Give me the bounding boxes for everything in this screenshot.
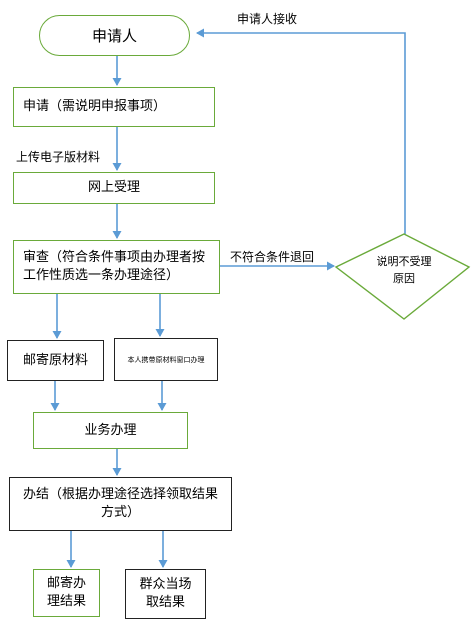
start-label: 申请人 [91, 26, 137, 45]
mail-material-label: 邮寄原材料 [22, 352, 88, 368]
receive-edge-label: 申请人接收 [237, 12, 298, 26]
apply-node: 申请（需说明申报事项） [13, 87, 215, 127]
online-label: 网上受理 [87, 180, 140, 195]
decision-diamond [334, 233, 471, 320]
mail-result-node: 邮寄办理结果 [33, 569, 100, 617]
mail-result-label: 邮寄办理结果 [46, 576, 86, 609]
pickup-label: 群众当场取结果 [139, 577, 192, 610]
start-node: 申请人 [39, 15, 190, 56]
process-label: 业务办理 [84, 422, 137, 438]
edge-decision-to-start [196, 28, 406, 234]
mail-material-node: 邮寄原材料 [7, 340, 104, 381]
decision-label: 说明不受理原因 [376, 255, 432, 285]
process-node: 业务办理 [33, 412, 188, 449]
online-node: 网上受理 [13, 172, 215, 204]
complete-node: 办结（根据办理途径选择领取结果方式） [9, 477, 232, 531]
review-label: 审查（符合条件事项由办理者按工作性质选一条办理途径） [23, 250, 206, 283]
reject-edge-label: 不符合条件退回 [230, 250, 315, 264]
complete-label: 办结（根据办理途径选择领取结果方式） [22, 487, 218, 520]
apply-label: 申请（需说明申报事项） [23, 99, 167, 114]
in-person-label: 本人携带原材料窗口办理 [127, 355, 205, 364]
upload-edge-label: 上传电子版材料 [16, 150, 101, 164]
pickup-node: 群众当场取结果 [125, 569, 206, 619]
in-person-node: 本人携带原材料窗口办理 [114, 338, 218, 381]
review-node: 审查（符合条件事项由办理者按工作性质选一条办理途径） [13, 240, 220, 294]
